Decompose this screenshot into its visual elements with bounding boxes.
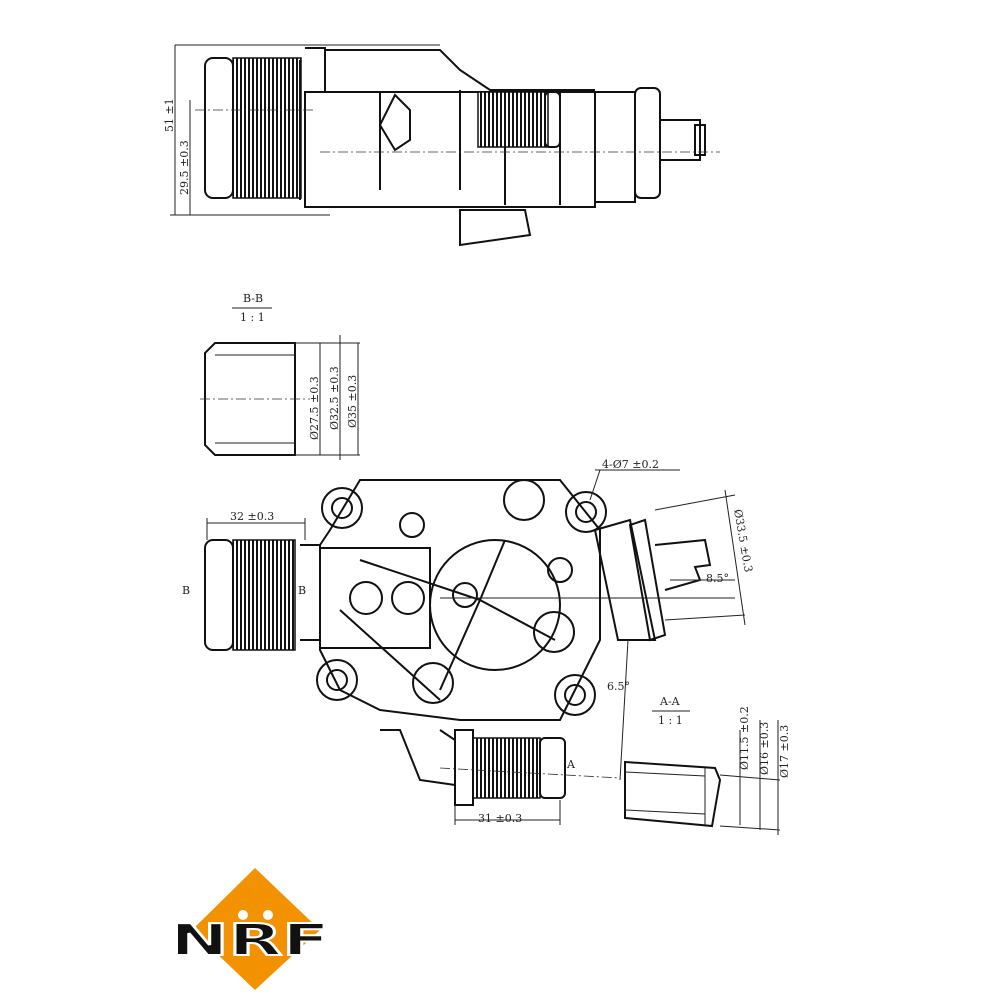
top-view: 51 ±1 29.5 ±0.3 [163, 44, 720, 247]
front-view: 32 ±0.3 B B A 31 ±0.3 [182, 458, 755, 825]
sensor-dia-label: Ø33.5 ±0.3 [731, 508, 755, 573]
section-aa: A-A 1 : 1 Ø11.5 ±0.2 Ø16 ±0.3 Ø17 ±0.3 [624, 695, 791, 835]
bb-dia-outer: Ø35 ±0.3 [346, 375, 359, 428]
dim-inlet-length: 32 ±0.3 [230, 510, 274, 523]
mounting-hole [316, 659, 358, 701]
section-marker-a: A [566, 758, 576, 771]
outlet-angle-label: 6.5° [607, 680, 630, 693]
section-bb: B-B 1 : 1 Ø27.5 ±0.3 Ø32.5 ±0.3 Ø35 ±0.3 [200, 292, 360, 460]
section-bb-title: B-B [243, 292, 263, 305]
mounting-hole [321, 487, 363, 529]
dim-center-label: 29.5 ±0.3 [178, 140, 191, 195]
svg-text:NRF: NRF [170, 915, 330, 966]
section-aa-scale: 1 : 1 [658, 714, 683, 727]
dim-outlet-length: 31 ±0.3 [478, 812, 522, 825]
dim-height-label: 51 ±1 [163, 98, 176, 132]
sensor-angle-label: 8.5° [706, 572, 729, 585]
mounting-hole [554, 674, 596, 716]
aa-dia-outer: Ø17 ±0.3 [778, 725, 791, 778]
section-aa-title: A-A [659, 695, 681, 708]
holes-callout: 4-Ø7 ±0.2 [602, 458, 659, 471]
mounting-hole [565, 491, 607, 533]
section-marker-b-right: B [298, 584, 306, 597]
nrf-logo: NRF [169, 868, 331, 990]
bb-dia-mid: Ø32.5 ±0.3 [328, 366, 341, 430]
section-marker-b-left: B [182, 584, 190, 597]
bb-dia-inner: Ø27.5 ±0.3 [308, 376, 321, 440]
aa-dia-mid: Ø16 ±0.3 [758, 722, 771, 775]
aa-dia-inner: Ø11.5 ±0.2 [738, 706, 751, 770]
section-bb-scale: 1 : 1 [240, 311, 265, 324]
